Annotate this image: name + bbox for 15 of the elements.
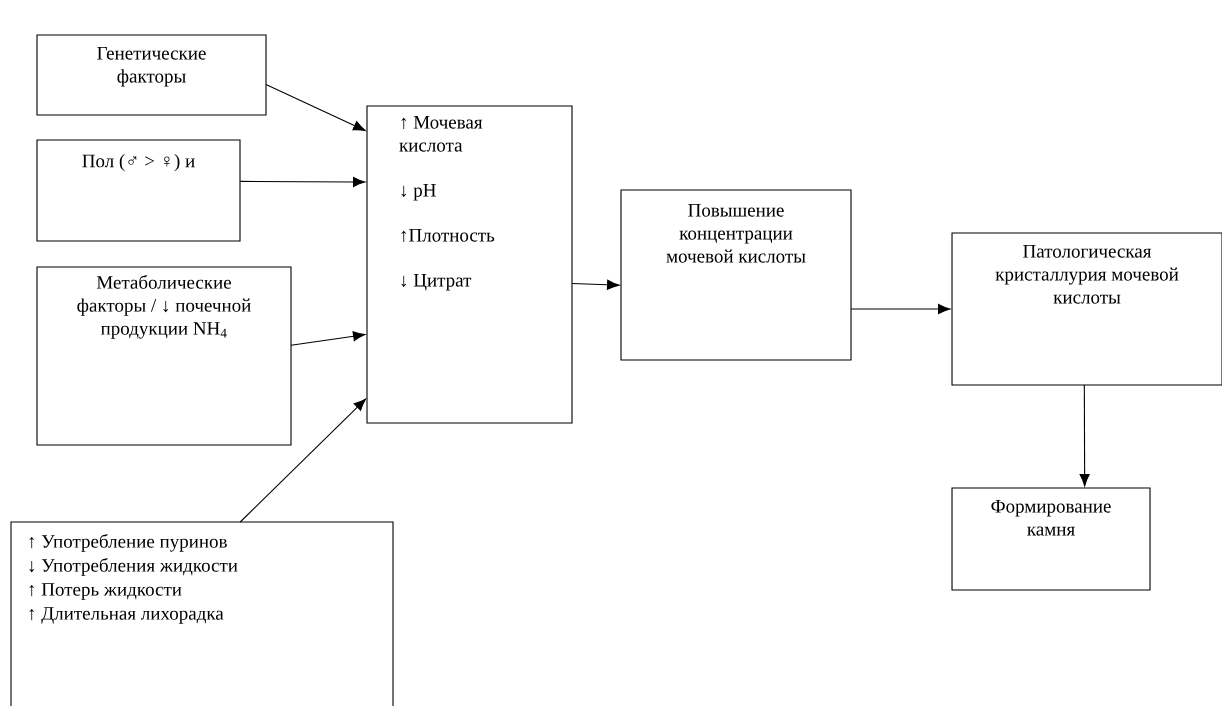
- arrow: [850, 303, 951, 315]
- arrow: [571, 279, 620, 290]
- factor-box: Пол (♂ > ♀) и: [36, 139, 241, 242]
- arrow: [290, 331, 366, 346]
- process-box: Повышение концентрации мочевой кислоты: [620, 189, 852, 361]
- arrow: [239, 176, 366, 188]
- process-box: ↑ Мочевая кислота ↓ pH ↑Плотность ↓ Цитрат: [366, 105, 573, 424]
- arrow: [1079, 384, 1090, 487]
- process-box: Патологическая кристаллурия мочевой кислоты: [951, 232, 1222, 386]
- factor-box: Метаболические факторы / ↓ почечной продукции NH$_{4}$: [36, 266, 292, 446]
- arrow: [265, 84, 366, 131]
- arrow: [239, 398, 366, 523]
- factor-box: ↑ Употребление пуринов ↓ Употребления жидкости ↑ Потерь жидкости ↑ Длительная лихорадка: [10, 521, 394, 706]
- process-box: Формирование камня: [951, 487, 1151, 591]
- factor-box: Генетические факторы: [36, 34, 267, 116]
